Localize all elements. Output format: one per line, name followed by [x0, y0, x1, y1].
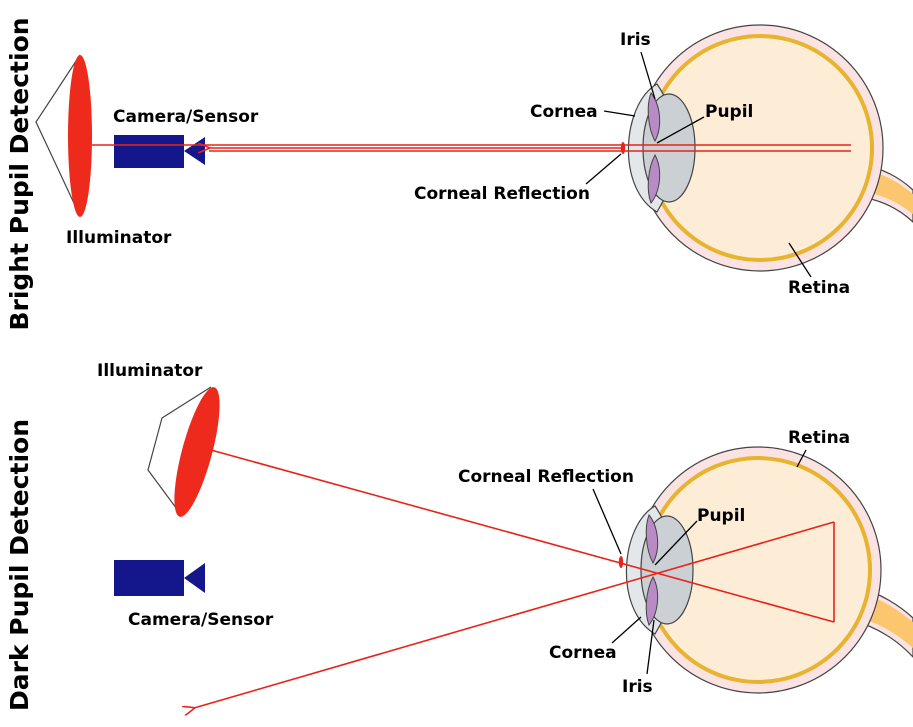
- bright-illuminator-label: Illuminator: [66, 228, 172, 248]
- dark-camera-label: Camera/Sensor: [128, 610, 274, 630]
- dark-pupil-label: Pupil: [697, 506, 745, 526]
- bright-cornea-label: Cornea: [530, 102, 598, 122]
- bright-retina-label: Retina: [788, 278, 850, 298]
- bright-illuminator: [35, 54, 92, 217]
- dark-illuminator: [147, 386, 220, 517]
- bright-pupil-label: Pupil: [705, 102, 753, 122]
- bright-eye: [627, 24, 913, 272]
- dark-corneal-glint: [618, 556, 624, 568]
- bright-pupil-title: Bright Pupil Detection: [5, 17, 34, 330]
- dark-illuminator-label: Illuminator: [97, 361, 203, 381]
- dark-iris-label: Iris: [622, 677, 653, 697]
- dark-camera: [114, 560, 205, 596]
- dark-cornea-label: Cornea: [549, 643, 617, 663]
- bright-corneal-reflection-label: Corneal Reflection: [414, 184, 590, 204]
- bright-camera-label: Camera/Sensor: [113, 107, 259, 127]
- bright-camera: [114, 135, 205, 168]
- dark-ray-in: [210, 449, 835, 623]
- dark-pupil-title: Dark Pupil Detection: [5, 419, 34, 711]
- dark-eye: [625, 446, 913, 694]
- bright-iris-label: Iris: [620, 30, 651, 50]
- dark-ray-out: [194, 521, 835, 708]
- bright-corneal-glint: [620, 142, 626, 154]
- dark-corneal-reflection-label: Corneal Reflection: [458, 467, 634, 487]
- dark-retina-label: Retina: [788, 428, 850, 448]
